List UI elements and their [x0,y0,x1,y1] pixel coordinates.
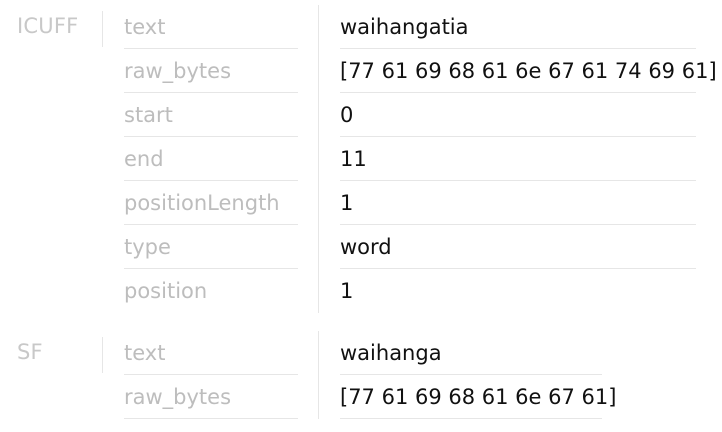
attr-key: raw_bytes [124,375,298,419]
attr-key: text [124,331,298,375]
column-divider [318,225,319,269]
attr-row-position-length: positionLength 1 [0,181,722,225]
stage-divider [102,337,103,373]
attr-row-text: text waihanga [0,331,722,375]
attr-key: type [124,225,298,269]
attr-value: [77 61 69 68 61 6e 67 61 74 69 61] [340,49,717,93]
attr-value: waihanga [340,331,602,375]
stage-divider [102,11,103,47]
attr-row-end: end 11 [0,137,722,181]
column-divider [318,331,319,375]
attr-row-raw-bytes: raw_bytes [77 61 69 68 61 6e 67 61] [0,375,722,419]
attr-value: [77 61 69 68 61 6e 67 61] [340,375,616,419]
attr-row-type: type word [0,225,722,269]
column-divider [318,137,319,181]
attr-value: 0 [340,93,696,137]
attr-row-start: start 0 [0,93,722,137]
column-divider [318,5,319,49]
attr-value: waihangatia [340,5,696,49]
column-divider [318,181,319,225]
attr-value: word [340,225,696,269]
attr-key: end [124,137,298,181]
attr-key: position [124,279,208,303]
attr-row-raw-bytes: raw_bytes [77 61 69 68 61 6e 67 61 74 69… [0,49,722,93]
attr-key: start [124,93,298,137]
attr-key: positionLength [124,181,298,225]
stage-name: SF [17,340,43,364]
stage-icuff: ICUFF text waihangatia raw_bytes [77 61 … [0,5,722,315]
attr-key: text [124,5,298,49]
attr-value: 1 [340,181,696,225]
attr-key: raw_bytes [124,49,298,93]
column-divider [318,49,319,93]
stage-name: ICUFF [17,14,79,38]
column-divider [318,93,319,137]
attr-row-text: text waihangatia [0,5,722,49]
column-divider [318,375,319,419]
attr-value: 1 [340,279,354,303]
column-divider [318,269,319,313]
stage-sf: SF text waihanga raw_bytes [77 61 69 68 … [0,331,722,432]
attr-value: 11 [340,137,696,181]
attr-row-position: position 1 [0,269,722,313]
